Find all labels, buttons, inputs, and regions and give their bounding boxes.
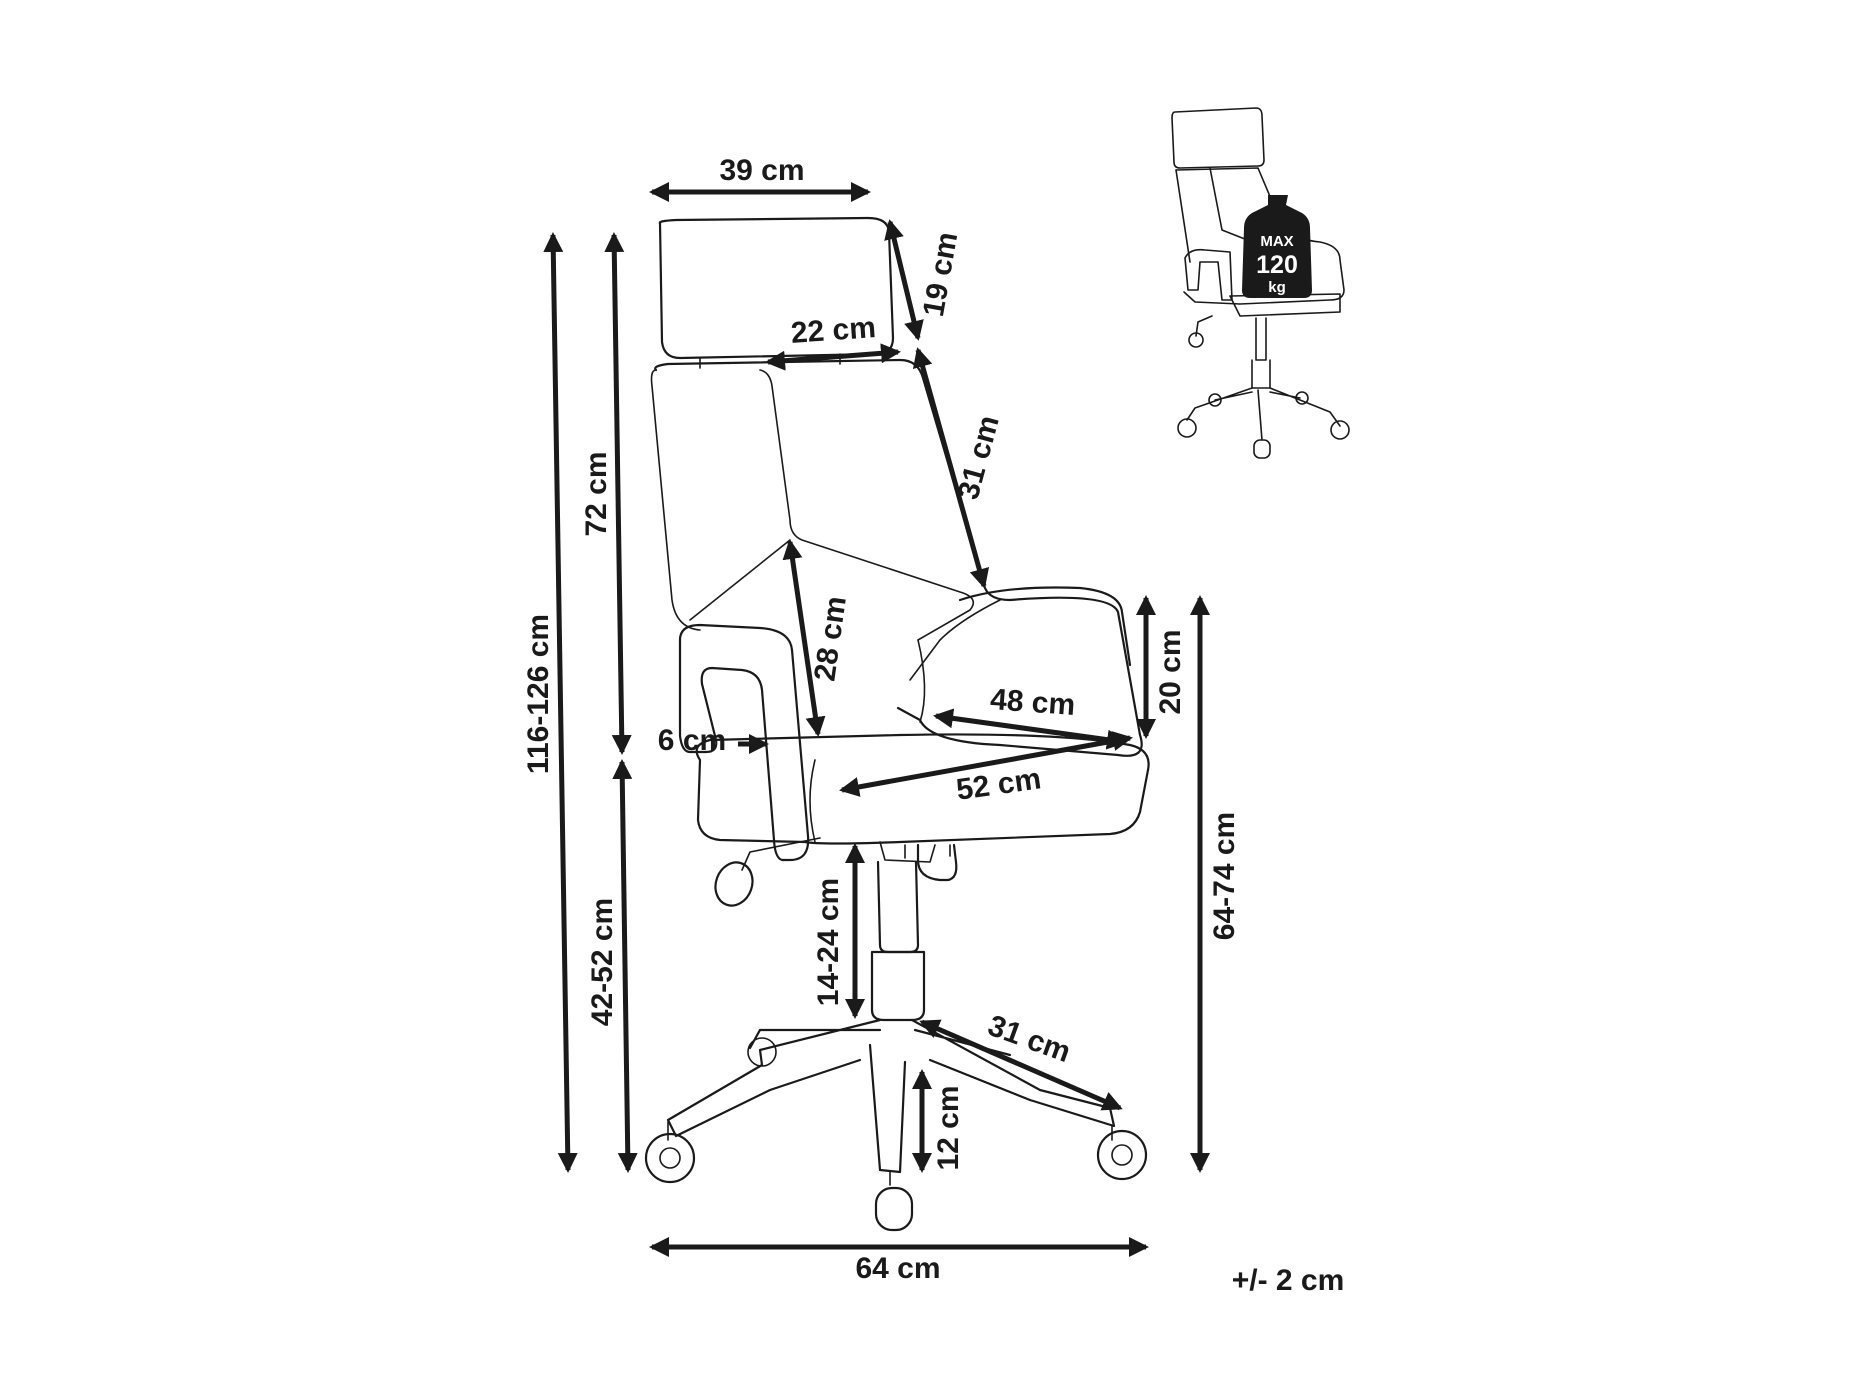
base-height-label: 12 cm [932,1085,965,1170]
lumbar-height-label: 28 cm [808,594,853,683]
armrest-height-label: 20 cm [1154,629,1187,714]
base-width-label: 64 cm [855,1252,940,1285]
backrest-side-label: 31 cm [952,412,1006,503]
dimension-labels: 39 cm 19 cm 22 cm 31 cm 72 cm 116-126 cm… [522,154,1344,1297]
max-weight-line1: MAX [1260,233,1293,250]
seat-width-arrow [839,731,1133,797]
backrest-height-arrow [604,232,632,755]
caster-back-left [747,1037,777,1067]
max-weight-icon: MAX 120 kg [1242,195,1312,298]
tolerance-label: +/- 2 cm [1232,1264,1345,1297]
max-weight-line3: kg [1268,279,1286,296]
headrest-height-label: 19 cm [917,230,964,320]
max-weight-line2: 120 [1256,251,1298,279]
seat-height-arrow [612,759,638,1173]
caster-front [874,1171,914,1232]
total-height-arrow [543,232,578,1173]
left-armrest-outline [678,623,810,862]
dimension-arrows [543,182,1210,1257]
total-height-label: 116-126 cm [522,614,555,774]
base-leg-arrow [919,1019,1123,1111]
backrest-height-label: 72 cm [580,451,613,536]
base-leg-label: 31 cm [984,1009,1075,1069]
base-outline [666,1018,1116,1174]
lumbar-height-arrow [782,539,826,737]
headrest-width-label: 39 cm [719,154,804,187]
right-armrest-outline [958,586,1132,667]
seat-depth-arrow [933,708,1127,750]
backrest-neck-label: 22 cm [790,311,877,350]
armrest-top-height-label: 64-74 cm [1208,812,1241,940]
seat-height-label: 42-52 cm [586,898,619,1026]
gas-lift-outline [876,860,920,954]
armrest-gap-label: 6 cm [658,724,726,757]
backrest-neck-arrow [765,343,901,371]
gas-lift-label: 14-24 cm [812,878,845,1006]
caster-left [644,1121,696,1184]
seat-depth-label: 48 cm [989,683,1076,722]
headrest-height-arrow [884,219,924,341]
backrest-side-arrow [912,347,990,589]
caster-right [1096,1125,1148,1181]
